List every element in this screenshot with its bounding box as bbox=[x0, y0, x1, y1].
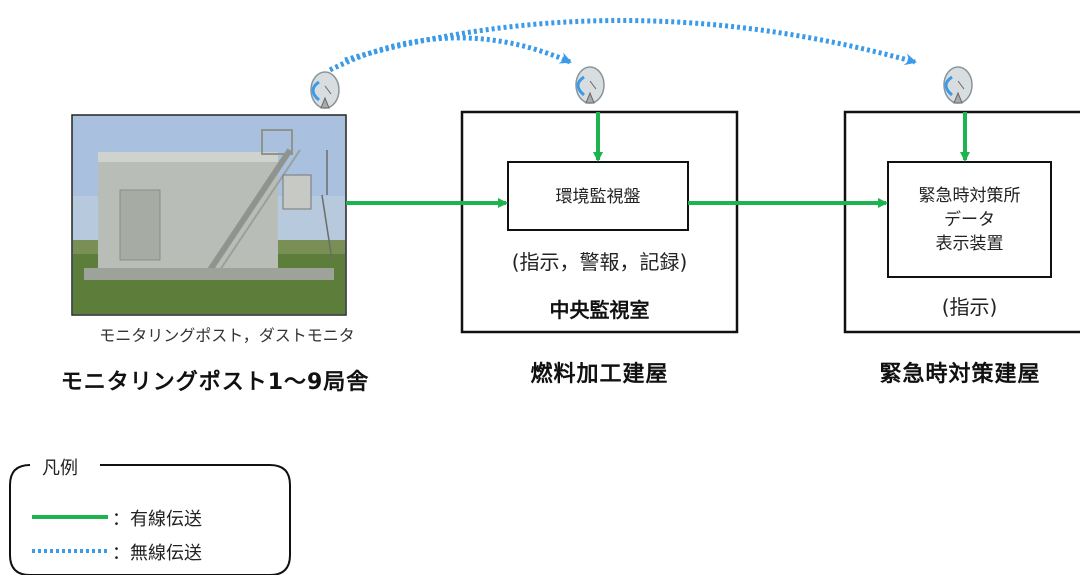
emergency-panel-label: 緊急時対策所 データ 表示装置 bbox=[888, 184, 1051, 256]
env-panel-box bbox=[507, 161, 689, 231]
antenna-icon bbox=[943, 66, 973, 104]
emergency-panel-line-3: 表示装置 bbox=[935, 234, 1004, 254]
env-panel-label: 環境監視盤 bbox=[555, 187, 641, 207]
monitoring-post-title: モニタリングポスト1～9局舎 bbox=[60, 370, 370, 395]
legend-wired-label: ：有線伝送 bbox=[112, 509, 202, 530]
legend-box bbox=[9, 464, 291, 575]
antenna-icon bbox=[310, 71, 340, 109]
legend-title: 凡例 bbox=[38, 454, 82, 480]
antenna-icon bbox=[575, 66, 605, 104]
central-building-label: 燃料加工建屋 bbox=[530, 362, 669, 387]
emergency-panel-line-2: データ bbox=[944, 210, 995, 230]
emergency-building-label: 緊急時対策建屋 bbox=[879, 362, 1041, 387]
monitoring-post-caption: モニタリングポスト，ダストモニタ bbox=[99, 326, 355, 345]
legend-wireless-label: ：無線伝送 bbox=[112, 543, 202, 564]
wireless-arc-to-central bbox=[328, 35, 572, 73]
emergency-panel-box bbox=[887, 161, 1052, 278]
central-room-label: 中央監視室 bbox=[549, 298, 650, 322]
monitoring-post-photo bbox=[71, 114, 347, 316]
emergency-panel-line-1: 緊急時対策所 bbox=[918, 186, 1021, 206]
wireless-arc-to-emergency bbox=[344, 18, 917, 66]
central-functions: (指示，警報，記録) bbox=[511, 250, 688, 274]
emergency-functions: (指示) bbox=[941, 295, 998, 319]
